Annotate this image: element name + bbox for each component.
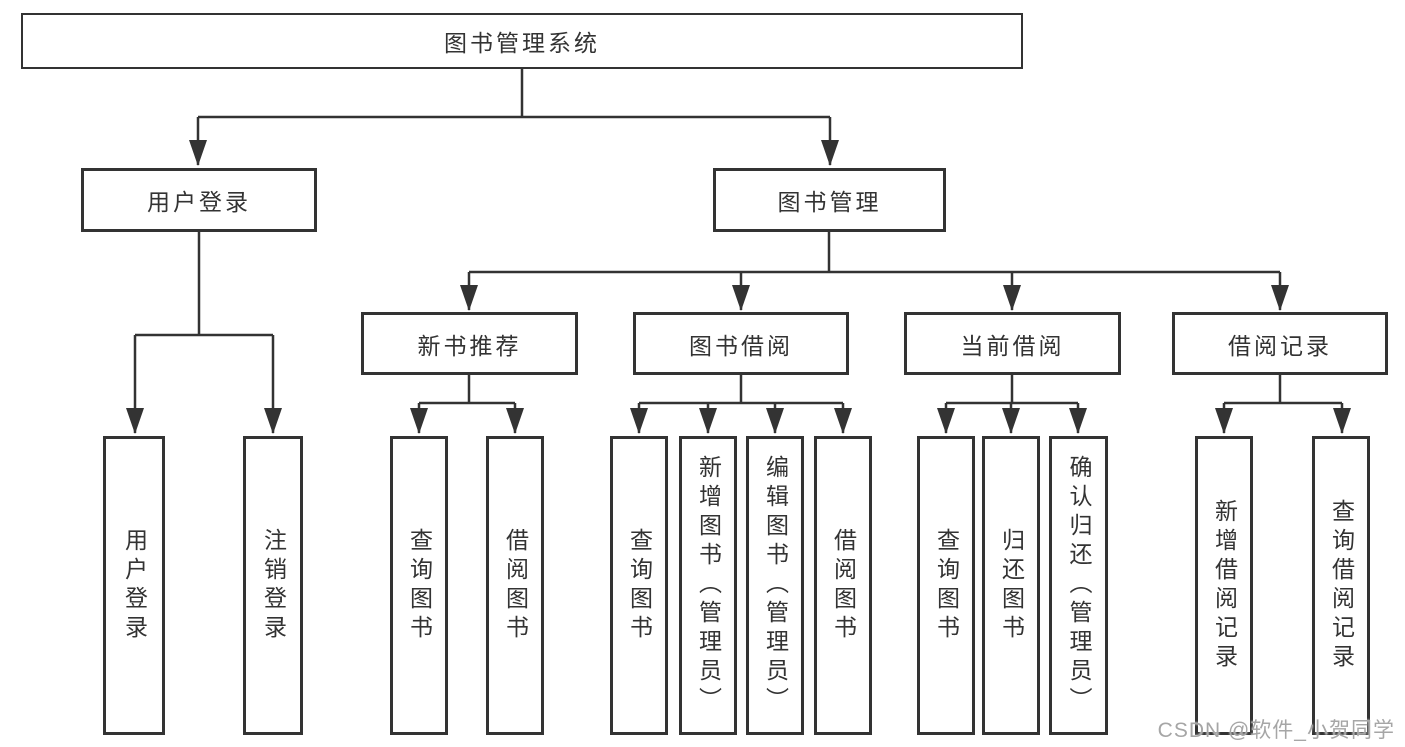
node-label: 新增图书（管理员） xyxy=(695,455,722,716)
connector-user-login-to-leaves xyxy=(126,232,282,434)
leaf-query-books-recommend: 查询图书 xyxy=(390,436,448,735)
node-label: 当前借阅 xyxy=(960,332,1065,359)
node-label: 用户登录 xyxy=(147,189,251,215)
leaf-query-books-current: 查询图书 xyxy=(917,436,975,735)
connector-new-book-recommendation-to-leaves xyxy=(410,375,524,434)
leaf-confirm-return-admin: 确认归还（管理员） xyxy=(1049,436,1108,735)
node-label: 归还图书 xyxy=(998,527,1025,644)
node-label: 查询借阅记录 xyxy=(1328,498,1355,673)
node-label: 借阅记录 xyxy=(1228,332,1332,359)
node-book-borrowing: 图书借阅 xyxy=(633,312,849,375)
connector-current-borrowing-to-leaves xyxy=(937,375,1087,434)
node-label: 查询图书 xyxy=(626,527,653,644)
node-book-management: 图书管理 xyxy=(713,168,946,232)
leaf-logout: 注销登录 xyxy=(243,436,303,735)
node-label: 新书推荐 xyxy=(417,332,522,359)
node-borrowing-records: 借阅记录 xyxy=(1172,312,1388,375)
node-label: 用户登录 xyxy=(121,527,148,644)
node-label: 编辑图书（管理员） xyxy=(762,455,789,716)
node-label: 图书管理系统 xyxy=(444,30,600,56)
node-user-login: 用户登录 xyxy=(81,168,317,232)
node-label: 查询图书 xyxy=(406,527,433,644)
node-library-management-system: 图书管理系统 xyxy=(21,13,1023,69)
node-label: 新增借阅记录 xyxy=(1211,498,1238,673)
node-label: 确认归还（管理员） xyxy=(1066,455,1092,716)
leaf-add-borrow-record: 新增借阅记录 xyxy=(1195,436,1253,735)
leaf-edit-books-admin: 编辑图书（管理员） xyxy=(746,436,804,735)
node-current-borrowing: 当前借阅 xyxy=(904,312,1121,375)
node-label: 借阅图书 xyxy=(830,527,857,644)
connector-book-borrowing-to-leaves xyxy=(630,375,852,434)
leaf-query-books-borrow: 查询图书 xyxy=(610,436,668,735)
node-label: 注销登录 xyxy=(260,527,287,644)
connector-book-management-to-level3 xyxy=(460,232,1289,311)
node-new-book-recommendation: 新书推荐 xyxy=(361,312,578,375)
node-label: 图书管理 xyxy=(777,189,882,215)
leaf-borrow-books-recommend: 借阅图书 xyxy=(486,436,544,735)
node-label: 图书借阅 xyxy=(689,332,793,359)
connector-borrowing-records-to-leaves xyxy=(1215,375,1351,434)
node-label: 借阅图书 xyxy=(502,527,529,644)
connector-root-to-level2 xyxy=(189,69,839,166)
leaf-query-borrow-record: 查询借阅记录 xyxy=(1312,436,1370,735)
leaf-borrow-books: 借阅图书 xyxy=(814,436,872,735)
leaf-user-login: 用户登录 xyxy=(103,436,165,735)
leaf-add-books-admin: 新增图书（管理员） xyxy=(679,436,737,735)
node-label: 查询图书 xyxy=(933,527,960,644)
leaf-return-books: 归还图书 xyxy=(982,436,1040,735)
watermark: CSDN @软件_小贺同学 xyxy=(1157,719,1395,742)
